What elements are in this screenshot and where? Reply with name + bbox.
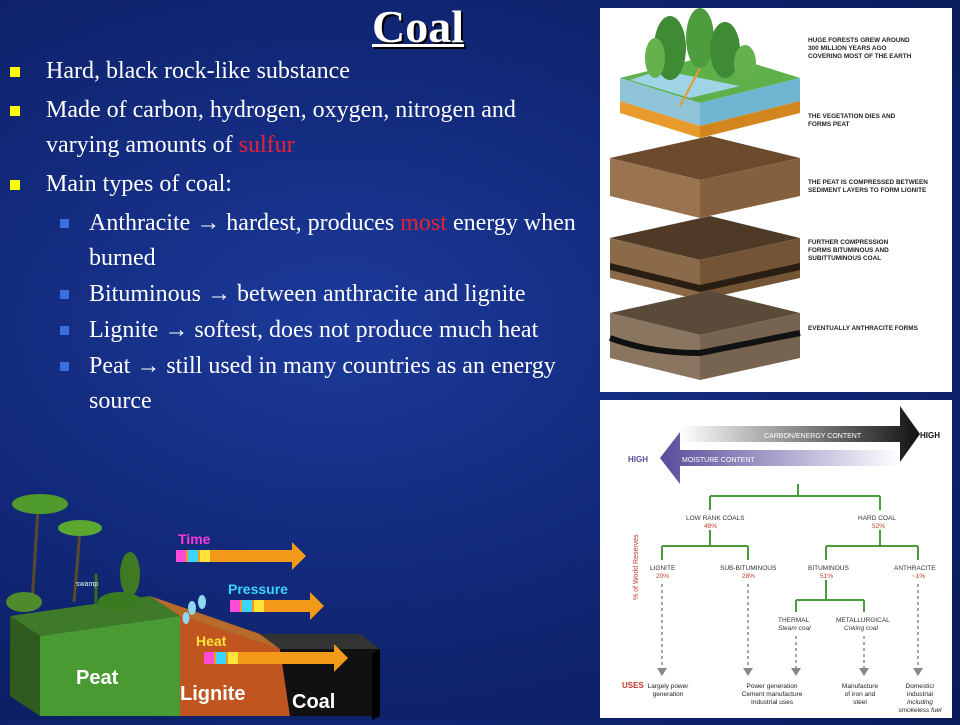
use-line: Manufacture	[842, 683, 879, 690]
anthracite-label: ANTHRACITE	[894, 565, 936, 572]
thermal-label: THERMAL	[778, 617, 809, 624]
sub-bullet-bituminous: Bituminous → between anthracite and lign…	[0, 277, 590, 312]
sub-bituminous-pct: 28%	[742, 573, 755, 580]
caption-line: THE VEGETATION DIES AND	[808, 113, 896, 120]
use-line: of iron and	[845, 691, 876, 698]
metallurgical-label: METALLURGICAL	[836, 617, 890, 624]
coal-type-name: Peat	[89, 353, 131, 379]
metallurgical-sub: Coking coal	[844, 625, 879, 632]
arrow-icon: →	[196, 210, 221, 236]
bullet-text: Made of carbon, hydrogen, oxygen, nitrog…	[46, 97, 516, 158]
arrow-icon: →	[207, 281, 232, 307]
heat-arrow	[204, 644, 348, 672]
sub-bullet-anthracite: Anthracite → hardest, produces most ener…	[0, 206, 590, 276]
moisture-arrow	[660, 432, 900, 484]
use-line: Cement manufacture	[742, 691, 803, 698]
use-line: including	[907, 699, 933, 706]
sub-bullet-text: energy when burned	[89, 210, 576, 271]
anthracite-pct: ~1%	[912, 573, 925, 580]
coal-process-diagram: swamp Time Pressure	[0, 484, 390, 720]
highlight-sulfur: sulfur	[238, 132, 295, 158]
heat-label: Heat	[196, 633, 227, 649]
caption-line: FURTHER COMPRESSION	[808, 239, 889, 246]
uses-label: USES	[622, 681, 644, 690]
bullet-text: Main types of coal:	[46, 171, 232, 197]
lignite-label: Lignite	[180, 683, 246, 705]
lignite-block	[610, 216, 800, 300]
coal-type-name: Lignite	[89, 317, 159, 343]
pressure-arrow	[230, 592, 324, 620]
low-rank-label: LOW RANK COALS	[686, 515, 745, 522]
sub-bullet-lignite: Lignite → softest, does not produce much…	[0, 313, 590, 348]
use-line: smokeless fuel	[899, 707, 943, 714]
caption-line: COVERING MOST OF THE EARTH	[808, 53, 912, 60]
caption-line: THE PEAT IS COMPRESSED BETWEEN	[808, 179, 928, 186]
bullet-text: Hard, black rock-like substance	[46, 58, 350, 84]
use-line: Power generation	[747, 683, 798, 690]
coal-type-name: Anthracite	[89, 210, 191, 236]
moisture-label: MOISTURE CONTENT	[682, 457, 755, 464]
bituminous-pct: 51%	[820, 573, 833, 580]
caption-line: FORMS PEAT	[808, 121, 850, 128]
coal-type-name: Bituminous	[89, 281, 202, 307]
pressure-label: Pressure	[228, 581, 288, 597]
bullet-item: Main types of coal:	[0, 167, 590, 202]
time-arrow	[176, 542, 306, 570]
arrow-icon: →	[164, 317, 189, 343]
arrow-icon: →	[136, 353, 161, 379]
carbon-high-label: HIGH	[920, 431, 940, 440]
caption-line: EVENTUALLY ANTHRACITE FORMS	[808, 325, 919, 332]
caption-line: 300 MILLION YEARS AGO	[808, 45, 887, 52]
use-line: steel	[853, 699, 867, 706]
sub-bullet-peat: Peat → still used in many countries as a…	[0, 349, 590, 419]
swamp-trees: swamp	[6, 494, 142, 612]
peat-block	[610, 136, 800, 218]
axis-label: % of World Reserves	[633, 534, 640, 600]
lignite-label: LIGNITE	[650, 565, 676, 572]
coal-label: Coal	[292, 691, 335, 713]
coal-formation-diagram: HUGE FORESTS GREW AROUND 300 MILLION YEA…	[600, 8, 952, 392]
lignite-pct: 20%	[656, 573, 669, 580]
low-rank-pct: 48%	[704, 523, 717, 530]
coal-ground-block	[260, 634, 380, 720]
dashed-lines	[661, 584, 919, 670]
use-line: Industrial uses	[751, 699, 794, 706]
tree-lines	[661, 484, 919, 612]
carbon-label: CARBON/ENERGY CONTENT	[764, 433, 862, 440]
water-drops-icon	[182, 595, 206, 624]
bullet-item: Made of carbon, hydrogen, oxygen, nitrog…	[0, 93, 590, 163]
use-line: generation	[653, 691, 684, 698]
lignite-ground-block	[150, 596, 290, 716]
sub-bullet-text: hardest, produces	[226, 210, 401, 236]
peat-ground-block	[10, 596, 180, 716]
caption-line: HUGE FORESTS GREW AROUND	[808, 37, 910, 44]
caption-line: FORMS BITUMINOUS AND	[808, 247, 889, 254]
bituminous-label: BITUMINOUS	[808, 565, 849, 572]
hard-coal-pct: 52%	[872, 523, 885, 530]
caption-line: SEDIMENT LAYERS TO FORM LIGNITE	[808, 187, 927, 194]
carbon-arrow	[680, 406, 920, 462]
bullet-list: Hard, black rock-like substance Made of …	[0, 54, 590, 420]
time-label: Time	[178, 531, 211, 547]
sub-bullet-text: softest, does not produce much heat	[194, 317, 539, 343]
swamp-label: swamp	[76, 581, 98, 588]
use-line: Largely power	[648, 683, 690, 690]
highlight-most: most	[400, 210, 447, 236]
thermal-sub: Steam coal	[778, 625, 811, 632]
use-line: Domestic/	[906, 683, 935, 690]
forest-block	[620, 8, 800, 138]
use-line: industrial	[907, 691, 934, 698]
peat-label: Peat	[76, 667, 119, 689]
hard-coal-label: HARD COAL	[858, 515, 896, 522]
anthracite-block	[608, 291, 801, 380]
coal-rank-chart: CARBON/ENERGY CONTENT HIGH MOISTURE CONT…	[600, 400, 952, 718]
moisture-high-label: HIGH	[628, 455, 648, 464]
bullet-item: Hard, black rock-like substance	[0, 54, 590, 89]
slide-title: Coal	[372, 1, 464, 52]
sub-bullet-text: still used in many countries as an energ…	[89, 353, 556, 414]
caption-line: SUBITTUMINOUS COAL	[808, 255, 881, 262]
sub-bullet-text: between anthracite and lignite	[237, 281, 526, 307]
sub-bituminous-label: SUB-BITUMINOUS	[720, 565, 777, 572]
